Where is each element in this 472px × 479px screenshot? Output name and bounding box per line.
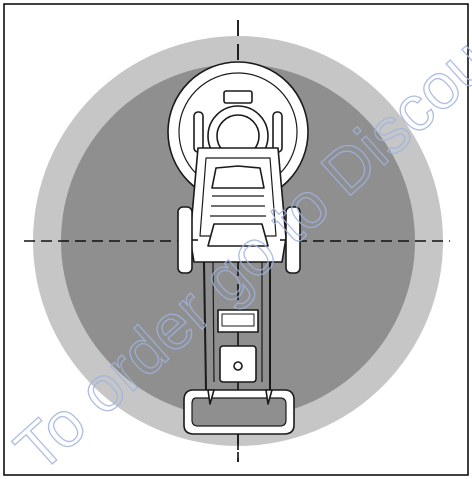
left-brush-post xyxy=(193,111,204,153)
chassis-top-cover xyxy=(211,165,265,189)
right-wheel xyxy=(285,206,301,274)
control-knob xyxy=(233,361,243,371)
frame-border xyxy=(3,3,469,476)
left-handle-rod xyxy=(203,261,207,391)
left-handle-rod-inner xyxy=(212,261,215,383)
right-brush-post xyxy=(272,111,283,153)
right-lever xyxy=(265,389,273,405)
chassis-inner-frame xyxy=(199,157,277,237)
left-lever xyxy=(207,389,215,405)
floor-machine xyxy=(167,61,309,435)
motor-label-plate xyxy=(223,90,253,104)
chassis-lower-panel xyxy=(207,223,269,247)
chassis-ribs xyxy=(210,195,266,217)
handle-grip-inner xyxy=(191,397,287,427)
handle-bracket-inner xyxy=(221,313,255,327)
left-wheel xyxy=(177,206,193,274)
